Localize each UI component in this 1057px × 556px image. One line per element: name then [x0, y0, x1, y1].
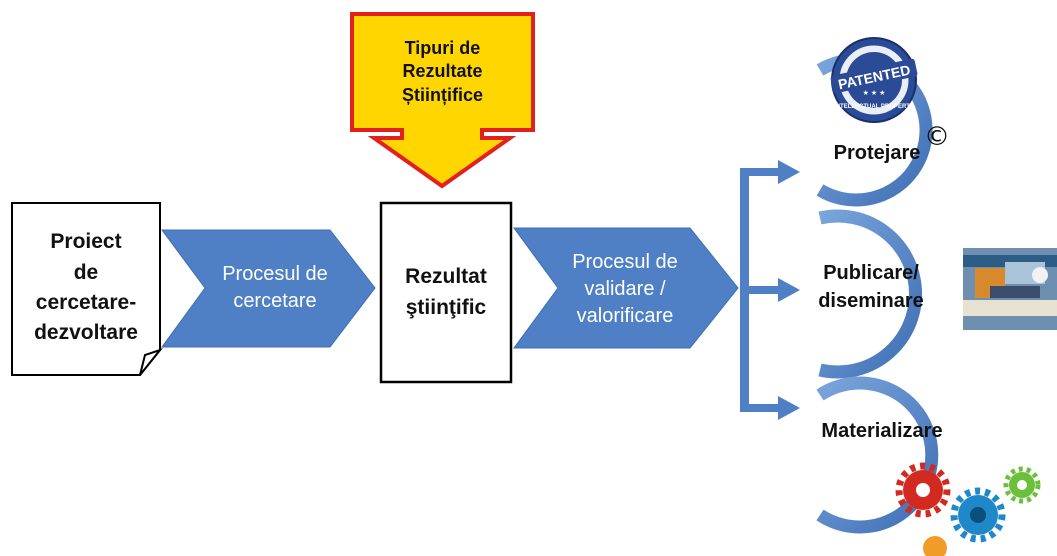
project-label: Proiect de cercetare- dezvoltare	[34, 230, 138, 345]
patent-seal-icon: PATENTED INTELLECTUAL PROPERTY ★ ★ ★	[830, 37, 918, 123]
document-fold-corner	[139, 347, 163, 376]
outcome-materialize-label: Materializare	[821, 419, 943, 442]
validation-process-arrow	[513, 227, 739, 349]
outcome-publish-label: Publicare/ diseminare	[818, 262, 924, 312]
validation-process-label: Procesul de validare / valorificare	[572, 250, 678, 327]
copyright-icon: ©	[924, 122, 950, 152]
research-process-arrow	[161, 229, 376, 348]
callout-text: Tipuri de Rezultate Științifice	[401, 37, 483, 105]
ring-publish	[818, 209, 922, 379]
result-label: Rezultat ştiinţific	[405, 265, 487, 319]
ring-materialize	[816, 376, 939, 534]
result-box	[379, 201, 513, 384]
publications-picture	[963, 248, 1057, 330]
branch-bracket	[740, 160, 800, 420]
gears-icon	[895, 462, 1041, 556]
outcome-protect-label: Protejare	[833, 141, 921, 164]
svg-text:INTELLECTUAL PROPERTY: INTELLECTUAL PROPERTY	[834, 104, 914, 110]
research-process-label: Procesul de cercetare	[222, 263, 328, 312]
svg-text:★ ★ ★: ★ ★ ★	[863, 89, 886, 97]
types-callout-arrow	[350, 12, 535, 189]
